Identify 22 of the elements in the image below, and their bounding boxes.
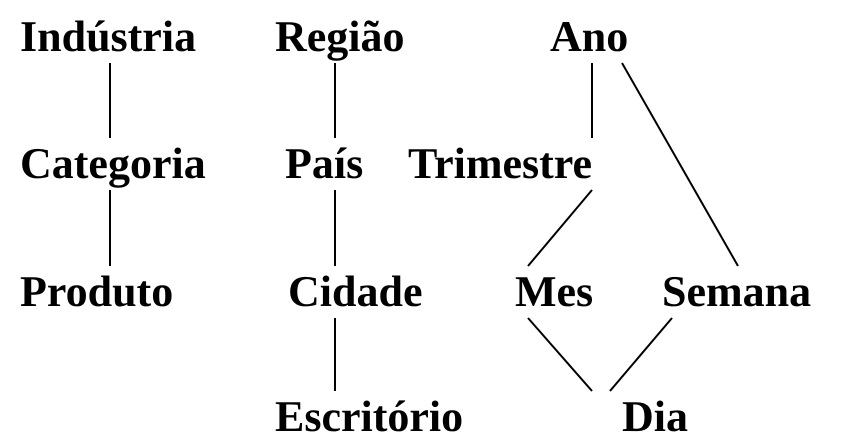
label-text: Dia [622,395,688,437]
label-text: Categoria [20,142,206,186]
label-text: Produto [20,270,174,314]
label-text: Trimestre [408,142,592,186]
connector-line [609,317,673,392]
label-text: Mes [515,270,594,314]
connector-line [334,63,336,138]
label-text: Região [275,15,405,59]
connector-line [334,318,336,391]
connector-line [591,63,593,138]
connector-line [527,189,593,267]
connector-line [621,62,739,266]
label-text: Ano [550,15,628,59]
connector-line [334,190,336,266]
label-text: País [285,142,364,186]
connector-line [109,190,111,266]
label-text: Semana [662,270,812,314]
connector-line [109,63,111,138]
label-text: Indústria [20,15,196,59]
connector-line [527,317,593,392]
label-text: Cidade [288,270,422,314]
label-text: Escritório [275,395,464,437]
